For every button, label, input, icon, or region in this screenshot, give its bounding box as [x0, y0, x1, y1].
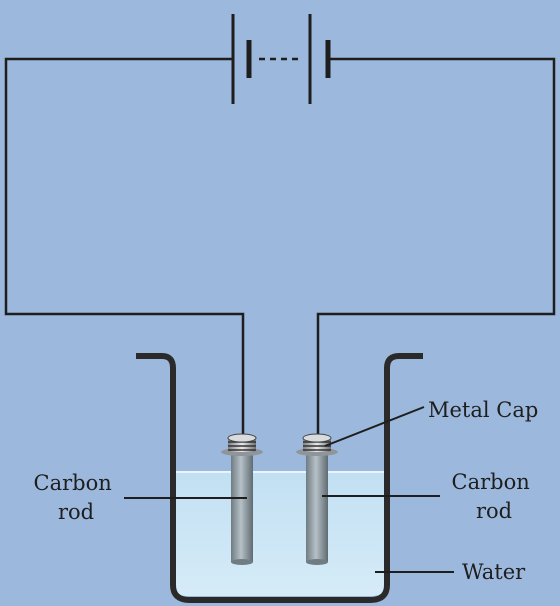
water — [174, 472, 385, 596]
label-carbon-rod-right-line2: rod — [476, 499, 512, 523]
circuit-wire-left — [4, 57, 245, 438]
beaker — [136, 353, 423, 603]
carbon-rod-left — [231, 450, 253, 565]
circuit-wire-right — [316, 57, 556, 438]
label-carbon-rod-right-line1: Carbon — [452, 470, 530, 494]
metal-cap-left — [221, 433, 263, 456]
carbon-rod-right — [306, 450, 328, 565]
metal-cap-right — [296, 433, 338, 456]
battery-symbol — [231, 14, 331, 104]
label-water: Water — [462, 560, 526, 584]
label-carbon-rod-left: Carbon rod — [34, 471, 119, 524]
label-carbon-rod-left-line2: rod — [58, 500, 94, 524]
label-carbon-rod-left-line1: Carbon — [34, 471, 112, 495]
leader-metal-cap — [324, 406, 425, 447]
label-metal-cap: Metal Cap — [428, 398, 538, 422]
label-carbon-rod-right: Carbon rod — [452, 470, 537, 523]
